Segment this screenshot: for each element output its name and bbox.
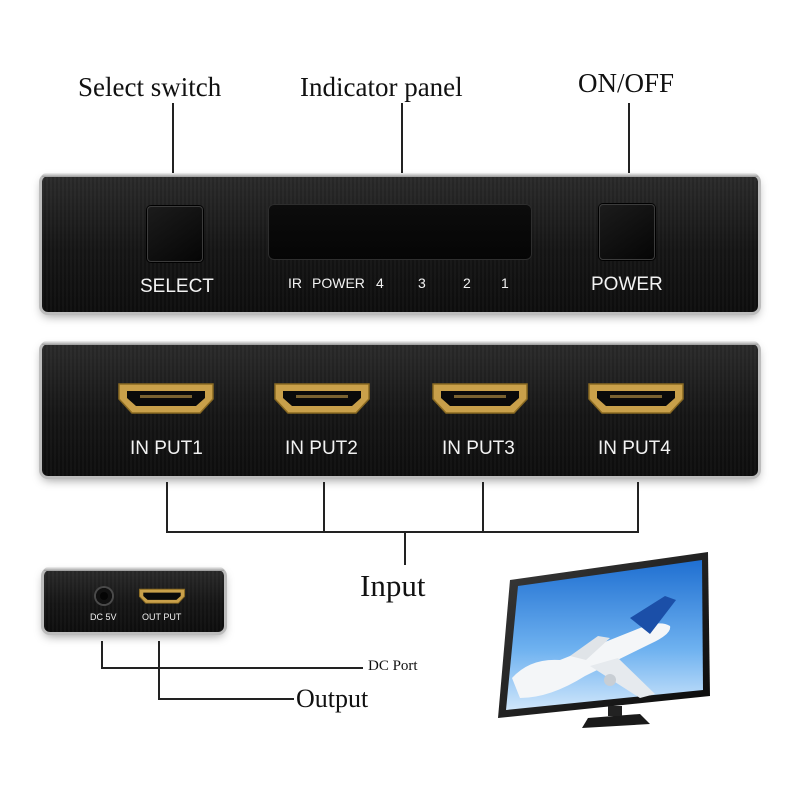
select-button[interactable] (147, 206, 203, 262)
dc-port-callout: DC Port (368, 658, 418, 674)
input-stem-line (404, 531, 406, 565)
indicator-leader-line (401, 103, 403, 221)
indicator-ir-label: IR (288, 275, 302, 291)
dc-leader-vertical (101, 641, 103, 668)
on-off-leader-line (628, 103, 630, 195)
indicator-panel (268, 204, 532, 260)
dc-jack[interactable] (96, 588, 112, 604)
input-1-leader (166, 482, 168, 532)
indicator-2-label: 2 (463, 275, 471, 291)
input-callout: Input (360, 568, 426, 603)
indicator-4-label: 4 (376, 275, 384, 291)
power-label: POWER (591, 274, 663, 295)
input-bracket-bar (166, 531, 639, 533)
power-button[interactable] (599, 204, 655, 260)
hdmi-input-2-port[interactable] (272, 380, 372, 416)
output-leader-horizontal (158, 698, 294, 700)
side-panel-device: DC 5V OUT PUT (44, 567, 224, 632)
hdmi-output-port[interactable] (138, 586, 186, 606)
indicator-3-label: 3 (418, 275, 426, 291)
select-leader-line (172, 103, 174, 195)
select-switch-callout: Select switch (78, 72, 222, 102)
dc-5v-label: DC 5V (90, 612, 117, 622)
front-panel-device: SELECT IR POWER 4 3 2 1 POWER (42, 173, 758, 312)
input-3-leader (482, 482, 484, 532)
output-port-label: OUT PUT (142, 612, 182, 622)
input-2-leader (323, 482, 325, 532)
hdmi-input-4-port[interactable] (586, 380, 686, 416)
input-1-label: IN PUT1 (130, 438, 203, 459)
indicator-panel-callout: Indicator panel (300, 72, 463, 102)
input-4-label: IN PUT4 (598, 438, 671, 459)
tv-illustration (498, 552, 710, 728)
output-callout: Output (296, 684, 369, 713)
dc-leader-horizontal (101, 667, 363, 669)
hdmi-input-1-port[interactable] (116, 380, 216, 416)
input-2-label: IN PUT2 (285, 438, 358, 459)
input-3-label: IN PUT3 (442, 438, 515, 459)
back-panel-device: IN PUT1 IN PUT2 IN PUT3 IN PUT4 (42, 341, 758, 476)
input-4-leader (637, 482, 639, 532)
hdmi-input-3-port[interactable] (430, 380, 530, 416)
indicator-power-label: POWER (312, 275, 365, 291)
output-leader-vertical (158, 641, 160, 699)
indicator-1-label: 1 (501, 275, 509, 291)
on-off-callout: ON/OFF (578, 68, 675, 98)
select-label: SELECT (140, 276, 214, 297)
